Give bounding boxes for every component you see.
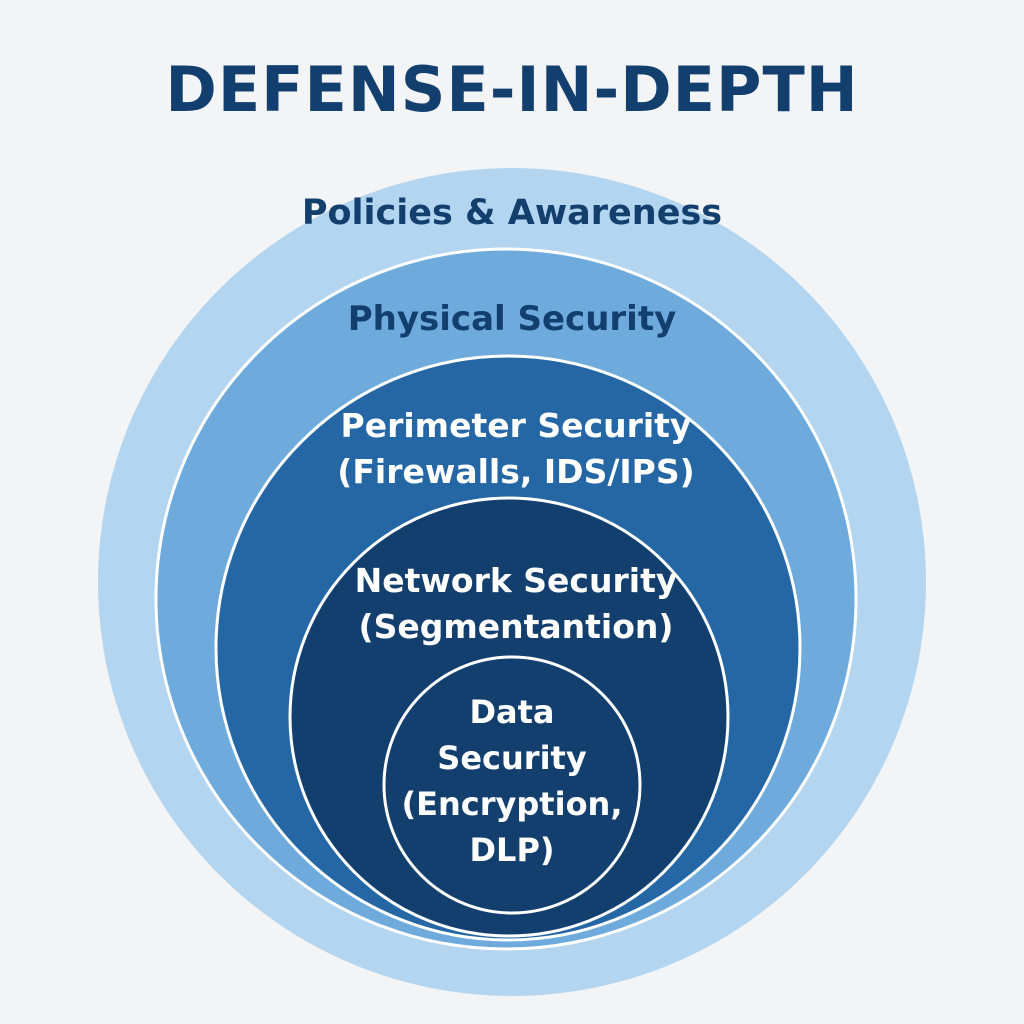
label-policies-line: Policies & Awareness [302, 193, 722, 233]
ring-data [382, 655, 642, 915]
layer-rings [98, 168, 926, 996]
label-network: Network Security (Segmentantion) [355, 561, 678, 646]
label-data-line: Security [437, 739, 587, 777]
label-perimeter-line: (Firewalls, IDS/IPS) [337, 452, 694, 491]
label-perimeter: Perimeter Security (Firewalls, IDS/IPS) [337, 406, 694, 491]
label-data-line: DLP) [469, 831, 554, 869]
diagram-title: DEFENSE-IN-DEPTH [165, 53, 859, 126]
label-network-line: Network Security [355, 561, 678, 600]
label-data-line: Data [469, 693, 554, 731]
label-physical-line: Physical Security [348, 299, 677, 339]
label-perimeter-line: Perimeter Security [341, 406, 692, 445]
label-policies: Policies & Awareness [302, 193, 722, 233]
label-data-line: (Encryption, [402, 785, 623, 823]
label-network-line: (Segmentantion) [359, 607, 674, 646]
label-physical: Physical Security [348, 299, 677, 339]
